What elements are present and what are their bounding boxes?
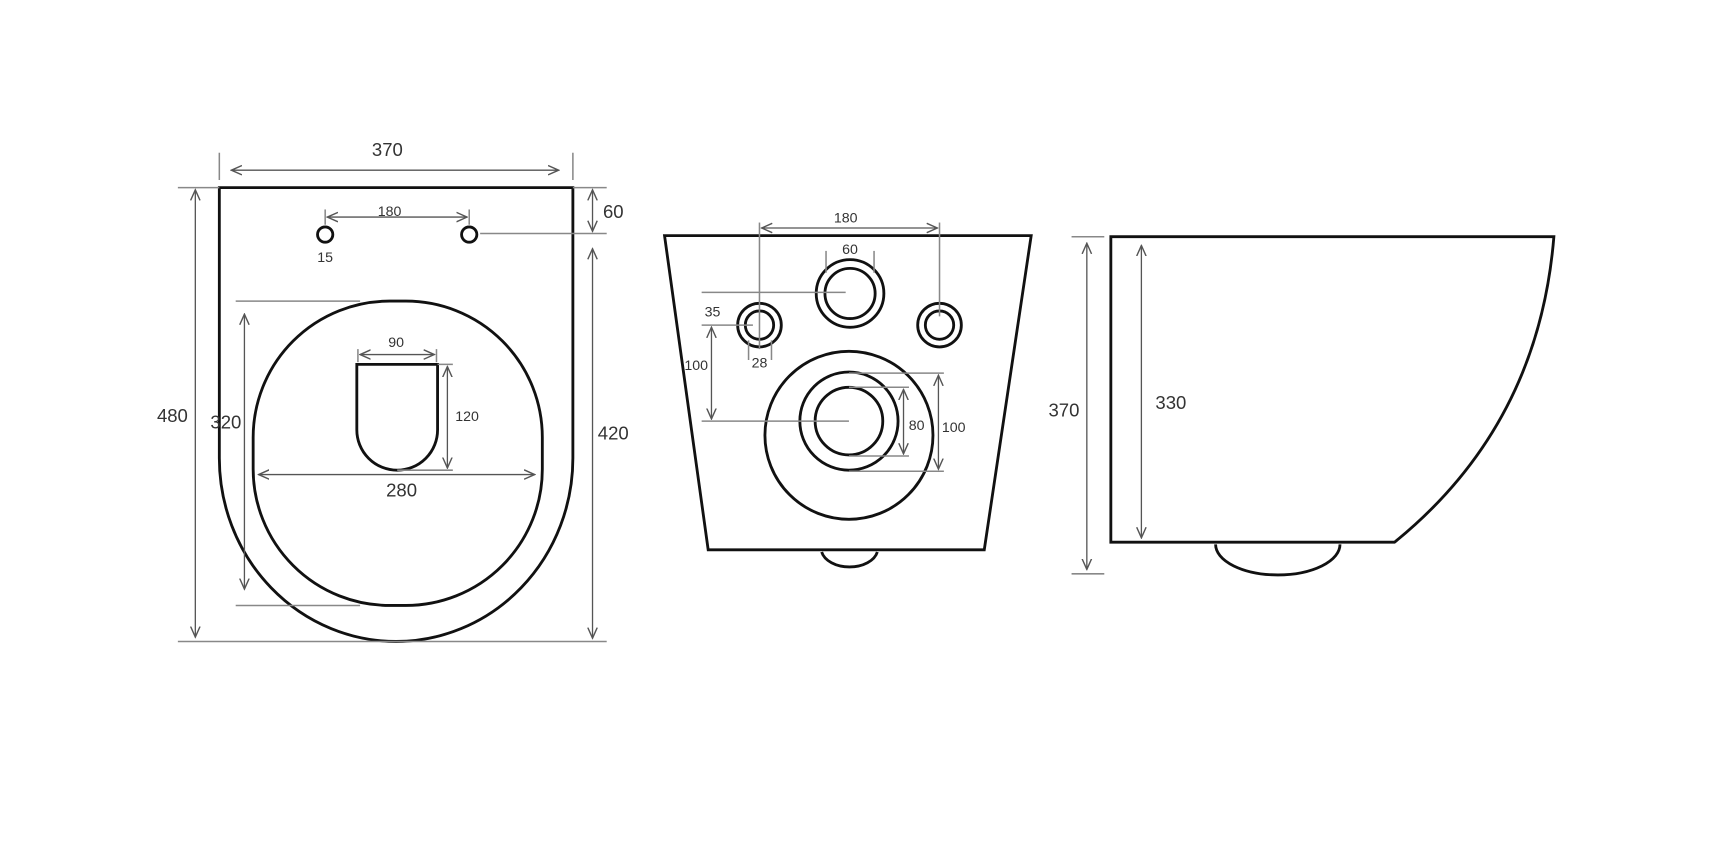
dim-hole-spacing: 180 xyxy=(378,204,402,220)
dim-bowl-length: 120 xyxy=(455,409,479,425)
inlet-outer xyxy=(814,258,886,329)
dim-top-to-holes: 60 xyxy=(603,201,624,222)
mounting-hole-left xyxy=(316,225,335,244)
outlet-stub xyxy=(820,551,879,569)
dim-outlet-outer: 100 xyxy=(942,420,966,436)
mounting-hole-right xyxy=(460,225,479,244)
dim-height: 480 xyxy=(157,405,188,426)
dim-inlet-diameter: 60 xyxy=(842,242,858,258)
dim-inlet-offset: 35 xyxy=(705,304,721,320)
front-view: 370 480 60 420 180 15 320 280 90 120 xyxy=(157,139,629,643)
dim-hole-diameter: 15 xyxy=(317,250,333,266)
dim-total-height: 370 xyxy=(1048,400,1079,421)
dim-body-height: 330 xyxy=(1155,392,1186,413)
dim-outlet-inner: 80 xyxy=(909,418,925,434)
dim-bolt-spacing: 180 xyxy=(834,211,858,227)
dim-seat-length: 320 xyxy=(210,412,241,433)
inlet-inner xyxy=(823,266,877,320)
dim-seat-width: 280 xyxy=(386,479,417,500)
side-outline xyxy=(1109,235,1556,544)
side-outlet-stub xyxy=(1214,544,1342,577)
bowl-opening xyxy=(355,362,439,472)
outlet-outer xyxy=(763,349,935,521)
dim-width: 370 xyxy=(372,139,403,160)
toilet-outline xyxy=(217,186,575,643)
dim-holes-to-bottom: 420 xyxy=(598,423,629,444)
side-view: 370 330 xyxy=(1048,235,1556,577)
back-outline xyxy=(662,234,1033,552)
dim-bowl-width: 90 xyxy=(388,335,404,351)
dim-bolt-diameter: 28 xyxy=(752,356,768,372)
seat-outline xyxy=(251,299,544,607)
dim-bolt-to-outlet: 100 xyxy=(684,358,708,374)
back-view: 180 60 35 100 28 80 100 xyxy=(662,211,1033,569)
